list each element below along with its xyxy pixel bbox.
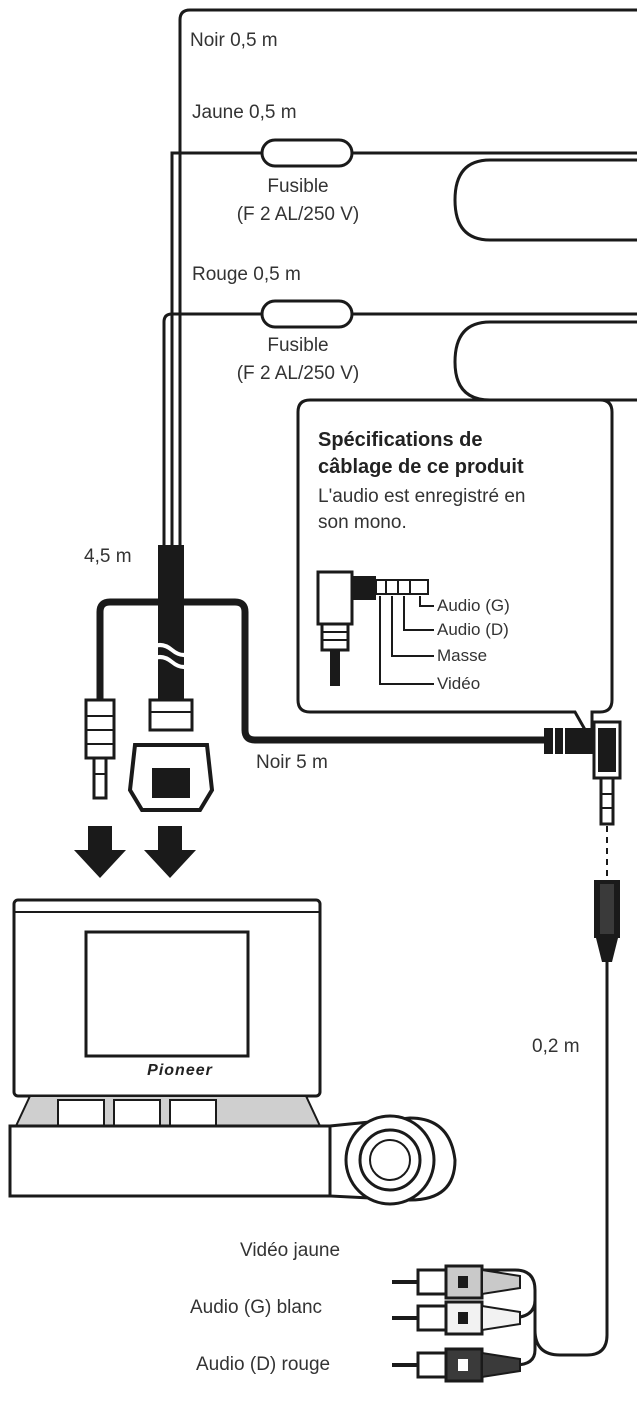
right-angle-plug-icon [544,720,622,826]
black-wire-short [178,8,637,560]
label-yellow: Jaune 0,5 m [192,102,297,123]
callout-title-line1: Spécifications de [318,429,483,451]
label-rca-video: Vidéo jaune [240,1240,341,1261]
label-fuse-yellow: Fusible [267,176,329,197]
cable-bundle [158,545,184,700]
callout-body: L'audio est enregistré en son mono. [318,484,618,536]
pin-label-audio-g: Audio (G) [437,596,510,615]
rca-plug-video-icon [392,1264,521,1300]
pin-leader-video [379,596,434,685]
pin-leader-audio-g [419,596,434,607]
label-fuse-red-rating: (F 2 AL/250 V) [236,363,360,384]
label-rca-audio-left: Audio (G) blanc [190,1297,323,1318]
fuse-yellow-icon [260,138,354,168]
yellow-wire-loop [453,158,637,242]
brand-logo: Pioneer [147,1062,213,1079]
label-fuse-yellow-rating: (F 2 AL/250 V) [236,204,360,225]
arrow-down-right-icon [144,826,196,878]
callout-body-line1: L'audio est enregistré en [318,486,526,507]
callout-jack-icon [316,570,429,686]
label-fuse-red: Fusible [267,335,329,356]
yellow-wire [170,151,637,560]
fuse-red-icon [260,299,354,329]
callout-bubble [296,398,614,748]
dashcam-device-icon [8,898,457,1206]
callout-title-line2: câblage de ce produit [318,456,524,478]
cable-break-icon [146,643,198,669]
adapter-socket-icon [594,880,620,962]
label-black-short: Noir 0,5 m [190,30,278,51]
red-wire [162,312,637,560]
rca-plug-audio-right-icon [392,1347,521,1383]
rca-plug-audio-left-icon [392,1300,521,1336]
pin-leader-masse [391,596,434,657]
arrow-down-left-icon [74,826,126,878]
label-red: Rouge 0,5 m [192,264,301,285]
red-wire-loop [453,320,637,402]
pin-label-audio-d: Audio (D) [437,620,509,639]
adapter-cable [470,962,609,1357]
label-rca-audio-right: Audio (D) rouge [196,1354,331,1375]
black-cable-5m [96,598,548,744]
power-connector-icon [127,698,215,812]
pin-leader-audio-d [403,596,434,631]
pin-label-masse: Masse [437,646,488,665]
mini-jack-left-icon [84,698,116,800]
callout-title: Spécifications de câblage de ce produit [318,427,618,481]
label-adapter-length: 0,2 m [532,1036,580,1057]
pin-label-video: Vidéo [437,674,481,693]
label-main-length: 4,5 m [84,546,132,567]
callout-body-line2: son mono. [318,512,407,533]
label-black-long: Noir 5 m [256,752,328,773]
